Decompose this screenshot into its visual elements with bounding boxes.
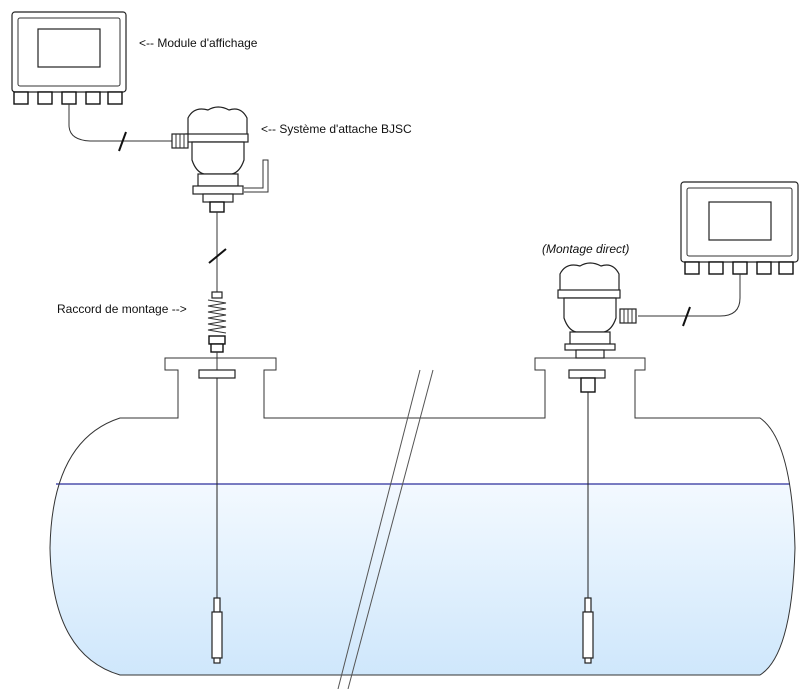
- label-display-module: <-- Module d'affichage: [139, 36, 258, 50]
- spring-coupling: [207, 291, 227, 353]
- display-screen: [37, 28, 101, 68]
- label-direct-mount: (Montage direct): [542, 242, 629, 256]
- display-module-right: [680, 181, 799, 275]
- transmitter-head-right: [557, 262, 637, 393]
- cable-right: [638, 274, 741, 317]
- cable-left: [68, 104, 172, 142]
- display-module-left: [11, 11, 127, 105]
- cable-break-mark: [682, 306, 691, 327]
- liquid: [50, 484, 795, 675]
- label-bjsc-mount: <-- Système d'attache BJSC: [261, 122, 412, 136]
- cable-glands: [13, 91, 123, 105]
- cable-break-mark: [118, 131, 127, 152]
- float-probe-right: [582, 597, 594, 664]
- label-mount-fitting: Raccord de montage -->: [57, 302, 187, 316]
- transmitter-head-left: [171, 106, 269, 222]
- break-line: [337, 369, 421, 689]
- float-probe-left: [211, 597, 223, 664]
- cable-glands: [684, 261, 794, 275]
- tank-outline: [49, 357, 796, 676]
- cable-break-mark: [208, 248, 227, 264]
- bjsc-bracket: [244, 159, 269, 193]
- head-cap: [187, 106, 248, 137]
- flange-fitting-left: [198, 369, 236, 379]
- tank: [49, 357, 796, 689]
- head-cap: [559, 262, 620, 293]
- display-screen: [708, 201, 772, 241]
- break-line: [347, 369, 434, 689]
